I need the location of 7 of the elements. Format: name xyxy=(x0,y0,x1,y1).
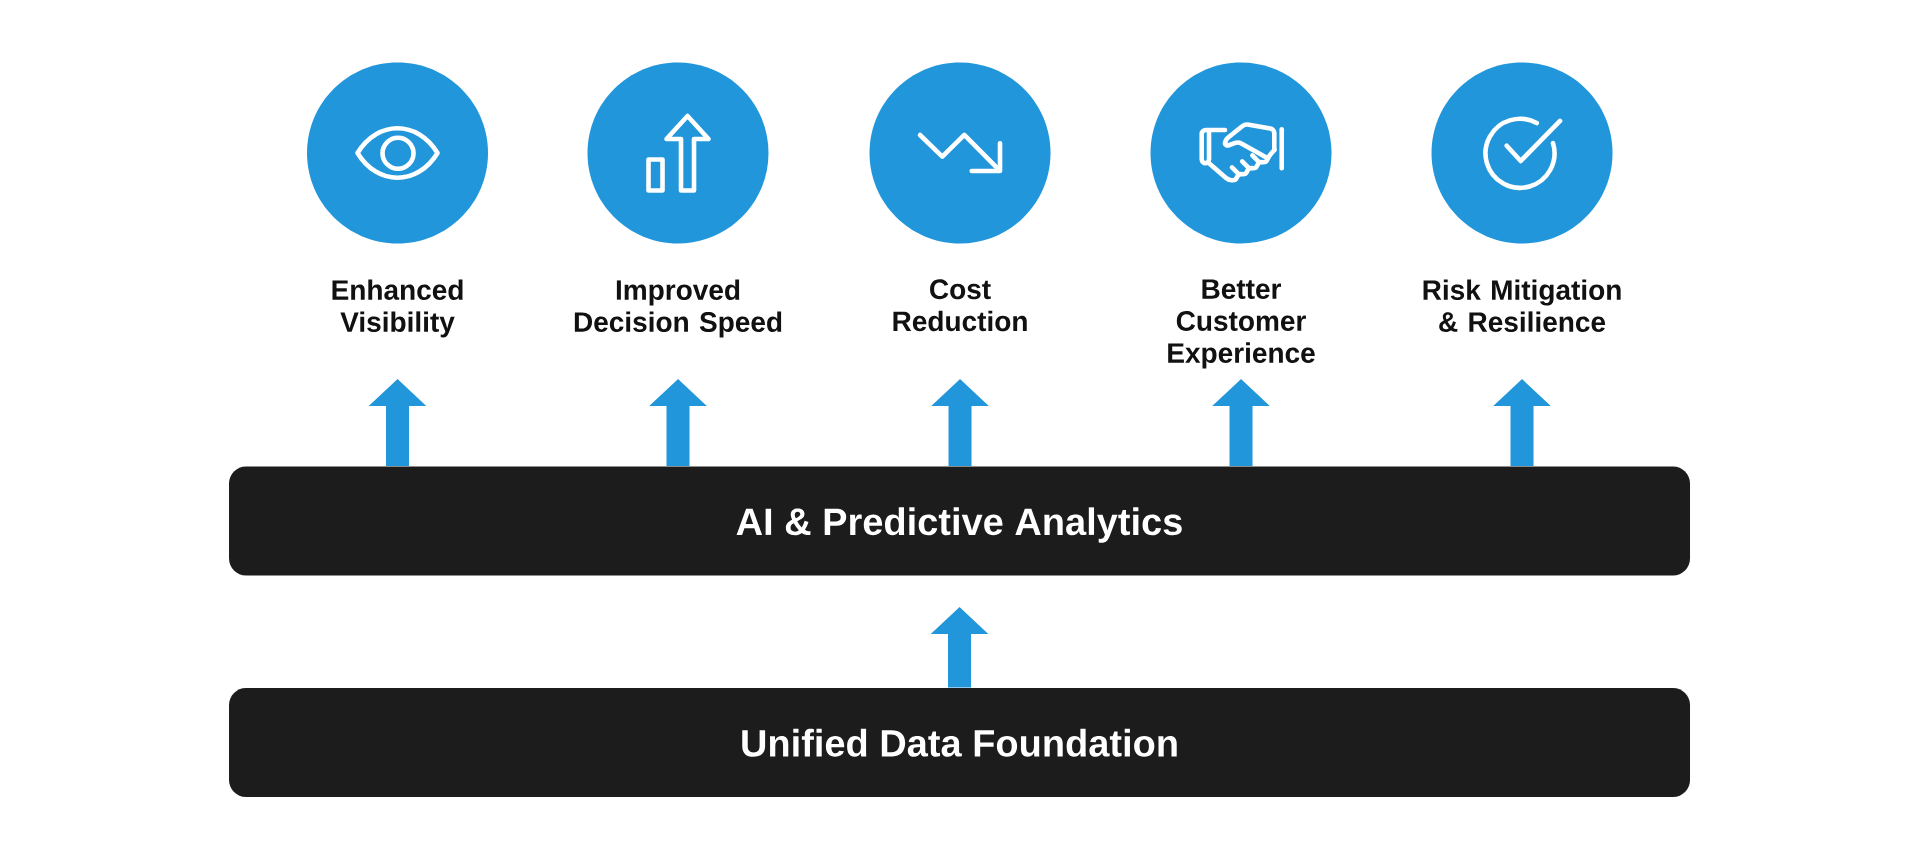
benefit-label: Improved Decision Speed xyxy=(574,279,782,338)
benefit-label: Cost Reduction xyxy=(893,279,1027,332)
benefit-label: Risk Mitigation & Resilience xyxy=(1423,279,1621,332)
layer-bar: AI & Predictive Analytics xyxy=(229,466,1690,576)
benefit-label: Enhanced Visibility xyxy=(332,279,463,338)
benefit-label: Better Customer Experience xyxy=(1168,279,1315,369)
layer-bar: Unified Data Foundation xyxy=(229,688,1690,797)
